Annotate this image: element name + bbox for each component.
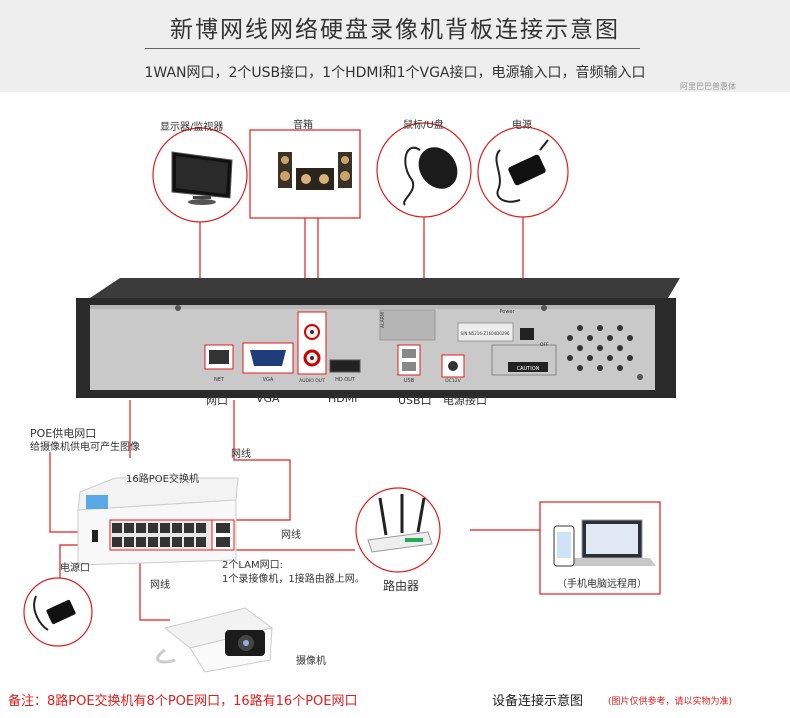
laptop-icon	[569, 519, 656, 566]
silk-power: Power	[499, 309, 515, 315]
panel-net-label: 网口	[206, 394, 228, 407]
poe-switch-label: 16路POE交换机	[126, 474, 199, 485]
silk-alarm: ALARM	[380, 312, 386, 328]
poe-note-title: POE供电网口	[30, 427, 97, 440]
audio-port	[297, 311, 327, 375]
power-port-label: 电源口	[60, 563, 90, 574]
footer-note: 备注：8路POE交换机有8个POE网口，16路有16个POE网口	[8, 694, 358, 709]
mouse-icon	[403, 146, 458, 206]
remote-label: （手机电脑远程用）	[557, 579, 647, 590]
panel-hdmi-label: HDMI	[328, 392, 358, 405]
speaker-icon	[278, 152, 352, 190]
cable-label-bottom: 网线	[150, 580, 170, 591]
vga-port	[242, 342, 294, 374]
dc-power-port	[441, 354, 465, 378]
silk-serial: S/N:N5216-Z1604D0296	[460, 331, 509, 336]
panel-usb-label: USB口	[398, 394, 432, 407]
page-title: 新博网线网络硬盘录像机背板连接示意图	[170, 17, 620, 43]
silk-dc: DC12V	[445, 378, 461, 384]
speaker-label: 音箱	[293, 120, 313, 131]
net-port	[204, 344, 234, 370]
switch-power-device	[23, 577, 93, 647]
usb-port	[397, 344, 421, 376]
monitor-icon	[171, 151, 233, 205]
font-watermark: 阿里巴巴普惠体	[680, 82, 736, 91]
monitor-label: 显示器/监视器	[160, 122, 224, 133]
cable-label-right: 网线	[281, 530, 301, 541]
title-divider	[145, 48, 640, 49]
router-icon	[367, 494, 433, 553]
silk-off: OFF	[540, 342, 549, 348]
router-label: 路由器	[383, 579, 420, 593]
power-label: 电源	[512, 120, 532, 131]
mouse-label: 鼠标/U盘	[403, 120, 444, 131]
monitor-device	[152, 127, 248, 223]
footer-title: 设备连接示意图	[492, 694, 584, 709]
footer-hint: (图片仅供参考，请以实物为准)	[608, 697, 733, 707]
poe-note-desc: 给摄像机供电可产生图像	[30, 442, 140, 453]
power-adapter-icon-2	[33, 595, 76, 631]
phone-icon	[553, 525, 575, 567]
silk-usb: USB	[404, 378, 415, 384]
silk-hdmi: HD OUT	[335, 377, 356, 383]
hdmi-port	[329, 359, 361, 373]
power-device	[477, 126, 569, 218]
nvr-back-panel: NET VGA AUDIO OUT HD OUT USB DC12V Power…	[76, 278, 680, 398]
power-adapter-icon	[495, 139, 549, 203]
mouse-device	[376, 122, 472, 218]
camera-label: 摄像机	[296, 656, 326, 667]
speaker-device	[249, 129, 361, 219]
bullet-camera	[156, 607, 274, 673]
remote-devices	[539, 501, 661, 595]
lan-ports-title: 2个LAM网口:	[222, 560, 284, 571]
fan-grille	[567, 325, 633, 371]
silk-caution: CAUTION	[517, 366, 540, 372]
silk-vga: VGA	[263, 377, 274, 383]
cable-label-top: 网线	[231, 449, 251, 460]
router-device	[355, 487, 441, 573]
silk-net: NET	[214, 377, 225, 383]
silk-audio: AUDIO OUT	[299, 378, 325, 384]
panel-vga-label: VGA	[256, 392, 280, 405]
header-band	[0, 0, 790, 92]
page-subtitle: 1WAN网口，2个USB接口，1个HDMI和1个VGA接口，电源输入口，音频输入…	[144, 65, 646, 81]
poe-ports	[92, 519, 235, 551]
panel-power-label: 电源接口	[443, 394, 487, 407]
lan-ports-desc: 1个录接像机，1接路由器上网。	[222, 574, 365, 585]
